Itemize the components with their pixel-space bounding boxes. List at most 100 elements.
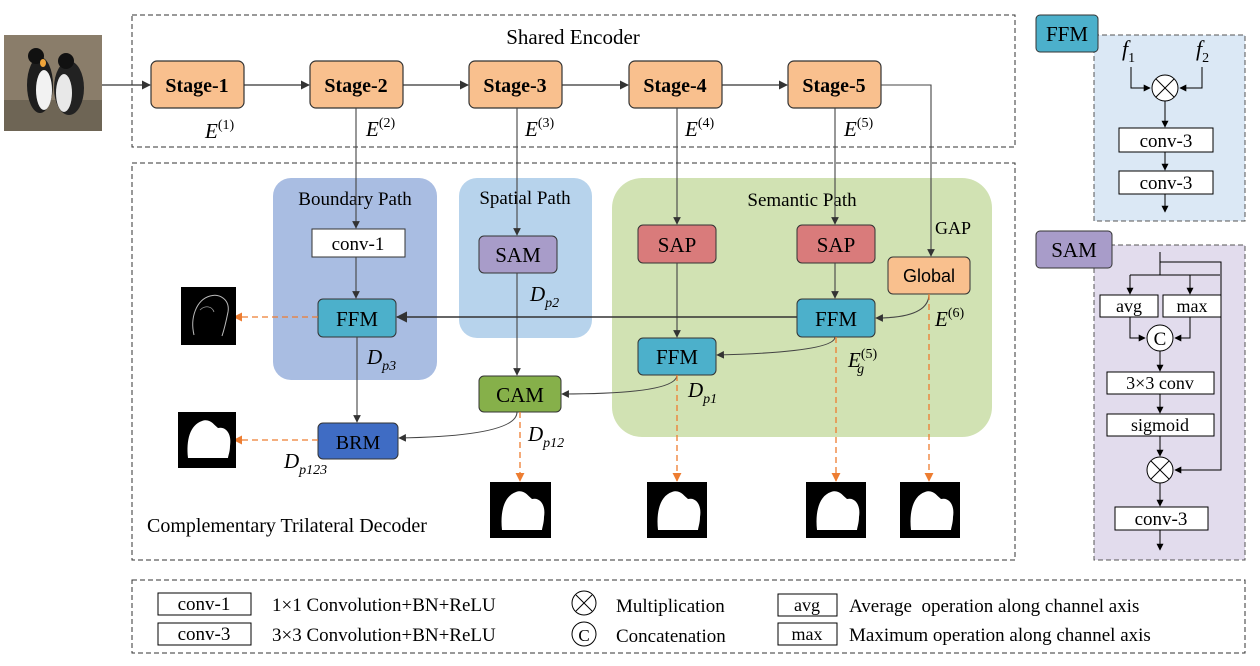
svg-text:conv-1: conv-1 [178,594,231,615]
eg5-label: E(5)g [847,347,877,377]
svg-text:max: max [792,624,823,644]
stage-5-label: Stage-5 [802,75,865,97]
sap-module-stage4: SAP [637,224,717,264]
legend-frame [131,579,1246,654]
feature-e2-label: E(2) [365,116,395,141]
sam-multiply-icon [1146,456,1174,484]
svg-text:avg: avg [794,595,820,615]
gap-label: GAP [935,218,971,238]
svg-text:C: C [578,626,589,645]
legend-avg-desc: Average operation along channel axis [849,596,1139,617]
stage-2-box: Stage-2 [309,60,404,109]
ffm-module-boundary: FFM [317,298,397,338]
svg-text:BRM: BRM [336,432,381,454]
svg-text:SAM: SAM [1051,238,1097,262]
sam-avg-box: avg [1099,294,1159,318]
dp3-label: Dp3 [366,345,396,374]
ffm-f1-label: f1 [1122,36,1135,66]
dp12-label: Dp12 [527,422,564,451]
svg-text:3×3 conv: 3×3 conv [1126,373,1194,393]
svg-text:conv-1: conv-1 [332,234,385,255]
legend-conv3-box: conv-3 [157,622,252,646]
stage-5-box: Stage-5 [787,60,882,109]
output-mask-eg5 [806,482,866,538]
shared-encoder-title: Shared Encoder [506,25,640,49]
sap-module-stage5: SAP [796,224,876,264]
sam-sigmoid-box: sigmoid [1106,413,1215,437]
legend-concat-desc: Concatenation [616,626,726,647]
legend-multiply-icon [571,590,597,616]
svg-text:FFM: FFM [815,307,857,331]
stage-2-label: Stage-2 [324,75,387,97]
ffm-conv3-a: conv-3 [1118,127,1214,153]
stage-1-box: Stage-1 [150,60,245,109]
svg-text:conv-3: conv-3 [1140,131,1193,152]
boundary-output-mask [181,287,236,345]
input-penguin-image [4,35,102,131]
svg-text:FFM: FFM [336,307,378,331]
ffm-conv3-b: conv-3 [1118,170,1214,195]
svg-text:conv-3: conv-3 [1140,173,1193,194]
svg-text:conv-3: conv-3 [1135,509,1188,530]
sam-detail-title: SAM [1035,230,1113,269]
feature-e4-label: E(4) [684,116,714,141]
stage-4-label: Stage-4 [643,75,706,97]
legend-avg-box: avg [777,593,838,617]
legend-max-box: max [777,622,838,646]
ffm-f2-label: f2 [1196,36,1209,66]
legend-conv1-desc: 1×1 Convolution+BN+ReLU [272,595,496,616]
spatial-path-title: Spatial Path [479,188,571,209]
legend-multiply-desc: Multiplication [616,596,725,617]
output-mask-dp12 [490,482,551,538]
output-mask-dp1 [647,482,707,538]
dp123-label: Dp123 [283,449,327,478]
sam-conv3-box: conv-3 [1114,506,1209,531]
shared-encoder-frame [131,14,1016,148]
sam-3x3-conv-box: 3×3 conv [1106,371,1215,395]
svg-text:SAM: SAM [495,243,541,267]
svg-text:SAP: SAP [817,233,856,257]
legend-conv3-desc: 3×3 Convolution+BN+ReLU [272,625,496,646]
conv1-module: conv-1 [311,228,406,258]
ffm-module-semantic-top: FFM [796,298,876,338]
dp1-label: Dp1 [687,378,717,407]
svg-text:C: C [1154,329,1167,350]
stage-3-box: Stage-3 [468,60,563,109]
legend-max-desc: Maximum operation along channel axis [849,625,1151,646]
cam-module: CAM [478,375,562,413]
stage-4-box: Stage-4 [628,60,723,109]
feature-e1-label: E(1) [204,118,234,143]
ffm-module-semantic-bottom: FFM [637,337,717,376]
decoder-frame [131,162,1016,561]
svg-text:Global: Global [903,266,955,286]
boundary-path-title: Boundary Path [298,189,412,210]
legend-conv1-box: conv-1 [157,592,252,616]
dp2-label: Dp2 [529,282,559,311]
output-mask-e6 [900,482,960,538]
svg-text:CAM: CAM [496,383,544,407]
stage-3-label: Stage-3 [483,75,546,97]
feature-e3-label: E(3) [524,116,554,141]
ffm-detail-title: FFM [1035,14,1099,53]
svg-text:conv-3: conv-3 [178,624,231,645]
brm-module: BRM [317,422,399,460]
svg-text:SAP: SAP [658,233,697,257]
sam-max-box: max [1162,294,1222,318]
svg-text:max: max [1177,296,1208,316]
feature-e5-label: E(5) [843,116,873,141]
decoder-title: Complementary Trilateral Decoder [147,515,427,537]
semantic-path-title: Semantic Path [747,190,857,211]
stage-1-label: Stage-1 [165,75,228,97]
sam-concat-icon: C [1146,324,1174,352]
svg-text:FFM: FFM [656,345,698,369]
svg-text:sigmoid: sigmoid [1131,415,1189,435]
ffm-multiply-icon [1151,74,1179,102]
svg-text:avg: avg [1116,296,1142,316]
legend-concat-icon: C [571,621,597,647]
global-module: Global [887,256,971,295]
sam-module: SAM [478,235,558,274]
e6-label: E(6) [934,306,964,331]
svg-text:FFM: FFM [1046,22,1088,46]
final-output-mask [178,412,236,468]
